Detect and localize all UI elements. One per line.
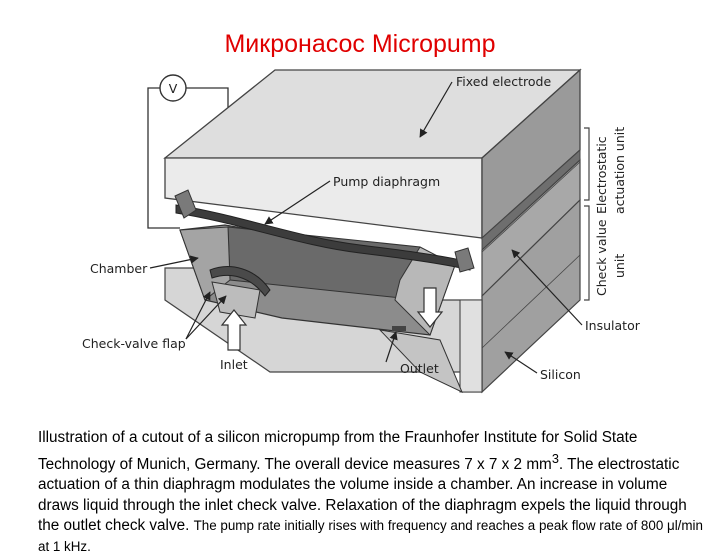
micropump-diagram: V Fixed electrode Pump diaphragm Chamber… — [82, 68, 641, 394]
figure-caption: Illustration of a cutout of a silicon mi… — [38, 428, 710, 558]
outlet-flow-arrow — [416, 287, 444, 328]
diaphragm-clamp-left — [174, 189, 197, 219]
chamber-label: Chamber — [90, 261, 148, 276]
pump-diaphragm — [175, 204, 471, 271]
unit-brackets — [584, 127, 590, 301]
chamber-left-wall — [179, 226, 231, 301]
slide-title: Микронасос Micropump — [224, 30, 496, 58]
check-valve-unit-label-line1: Check value — [594, 219, 609, 296]
lower-front-right — [459, 299, 483, 393]
caption-main: Illustration of a cutout of a silicon mi… — [38, 429, 638, 473]
inlet-label: Inlet — [220, 357, 248, 372]
inlet-flow-arrow — [220, 309, 248, 351]
caption-main-continued: . The electrostatic actuation of a thin … — [38, 455, 687, 535]
check-valve-unit-label-line2: unit — [612, 254, 627, 278]
silicon-label: Silicon — [540, 367, 581, 382]
outlet-channel — [378, 329, 463, 394]
voltmeter-icon — [159, 74, 187, 102]
outlet-label: Outlet — [400, 361, 439, 376]
electrostatic-unit-label-line1: Electrostatic — [594, 136, 609, 214]
check-valve-flap-label: Check-valve flap — [82, 336, 186, 351]
inlet-channel — [211, 281, 261, 319]
diaphragm-clamp-right — [454, 247, 475, 273]
pump-diaphragm-label: Pump diaphragm — [333, 174, 440, 189]
check-valve-flap — [209, 266, 271, 297]
fixed-electrode-label: Fixed electrode — [456, 74, 551, 89]
caption-superscript: 3 — [551, 450, 559, 466]
voltmeter-label: V — [169, 81, 178, 96]
electrostatic-unit-label-line2: actuation unit — [612, 127, 627, 214]
outlet-valve-seat — [392, 326, 406, 331]
insulator-label: Insulator — [585, 318, 641, 333]
